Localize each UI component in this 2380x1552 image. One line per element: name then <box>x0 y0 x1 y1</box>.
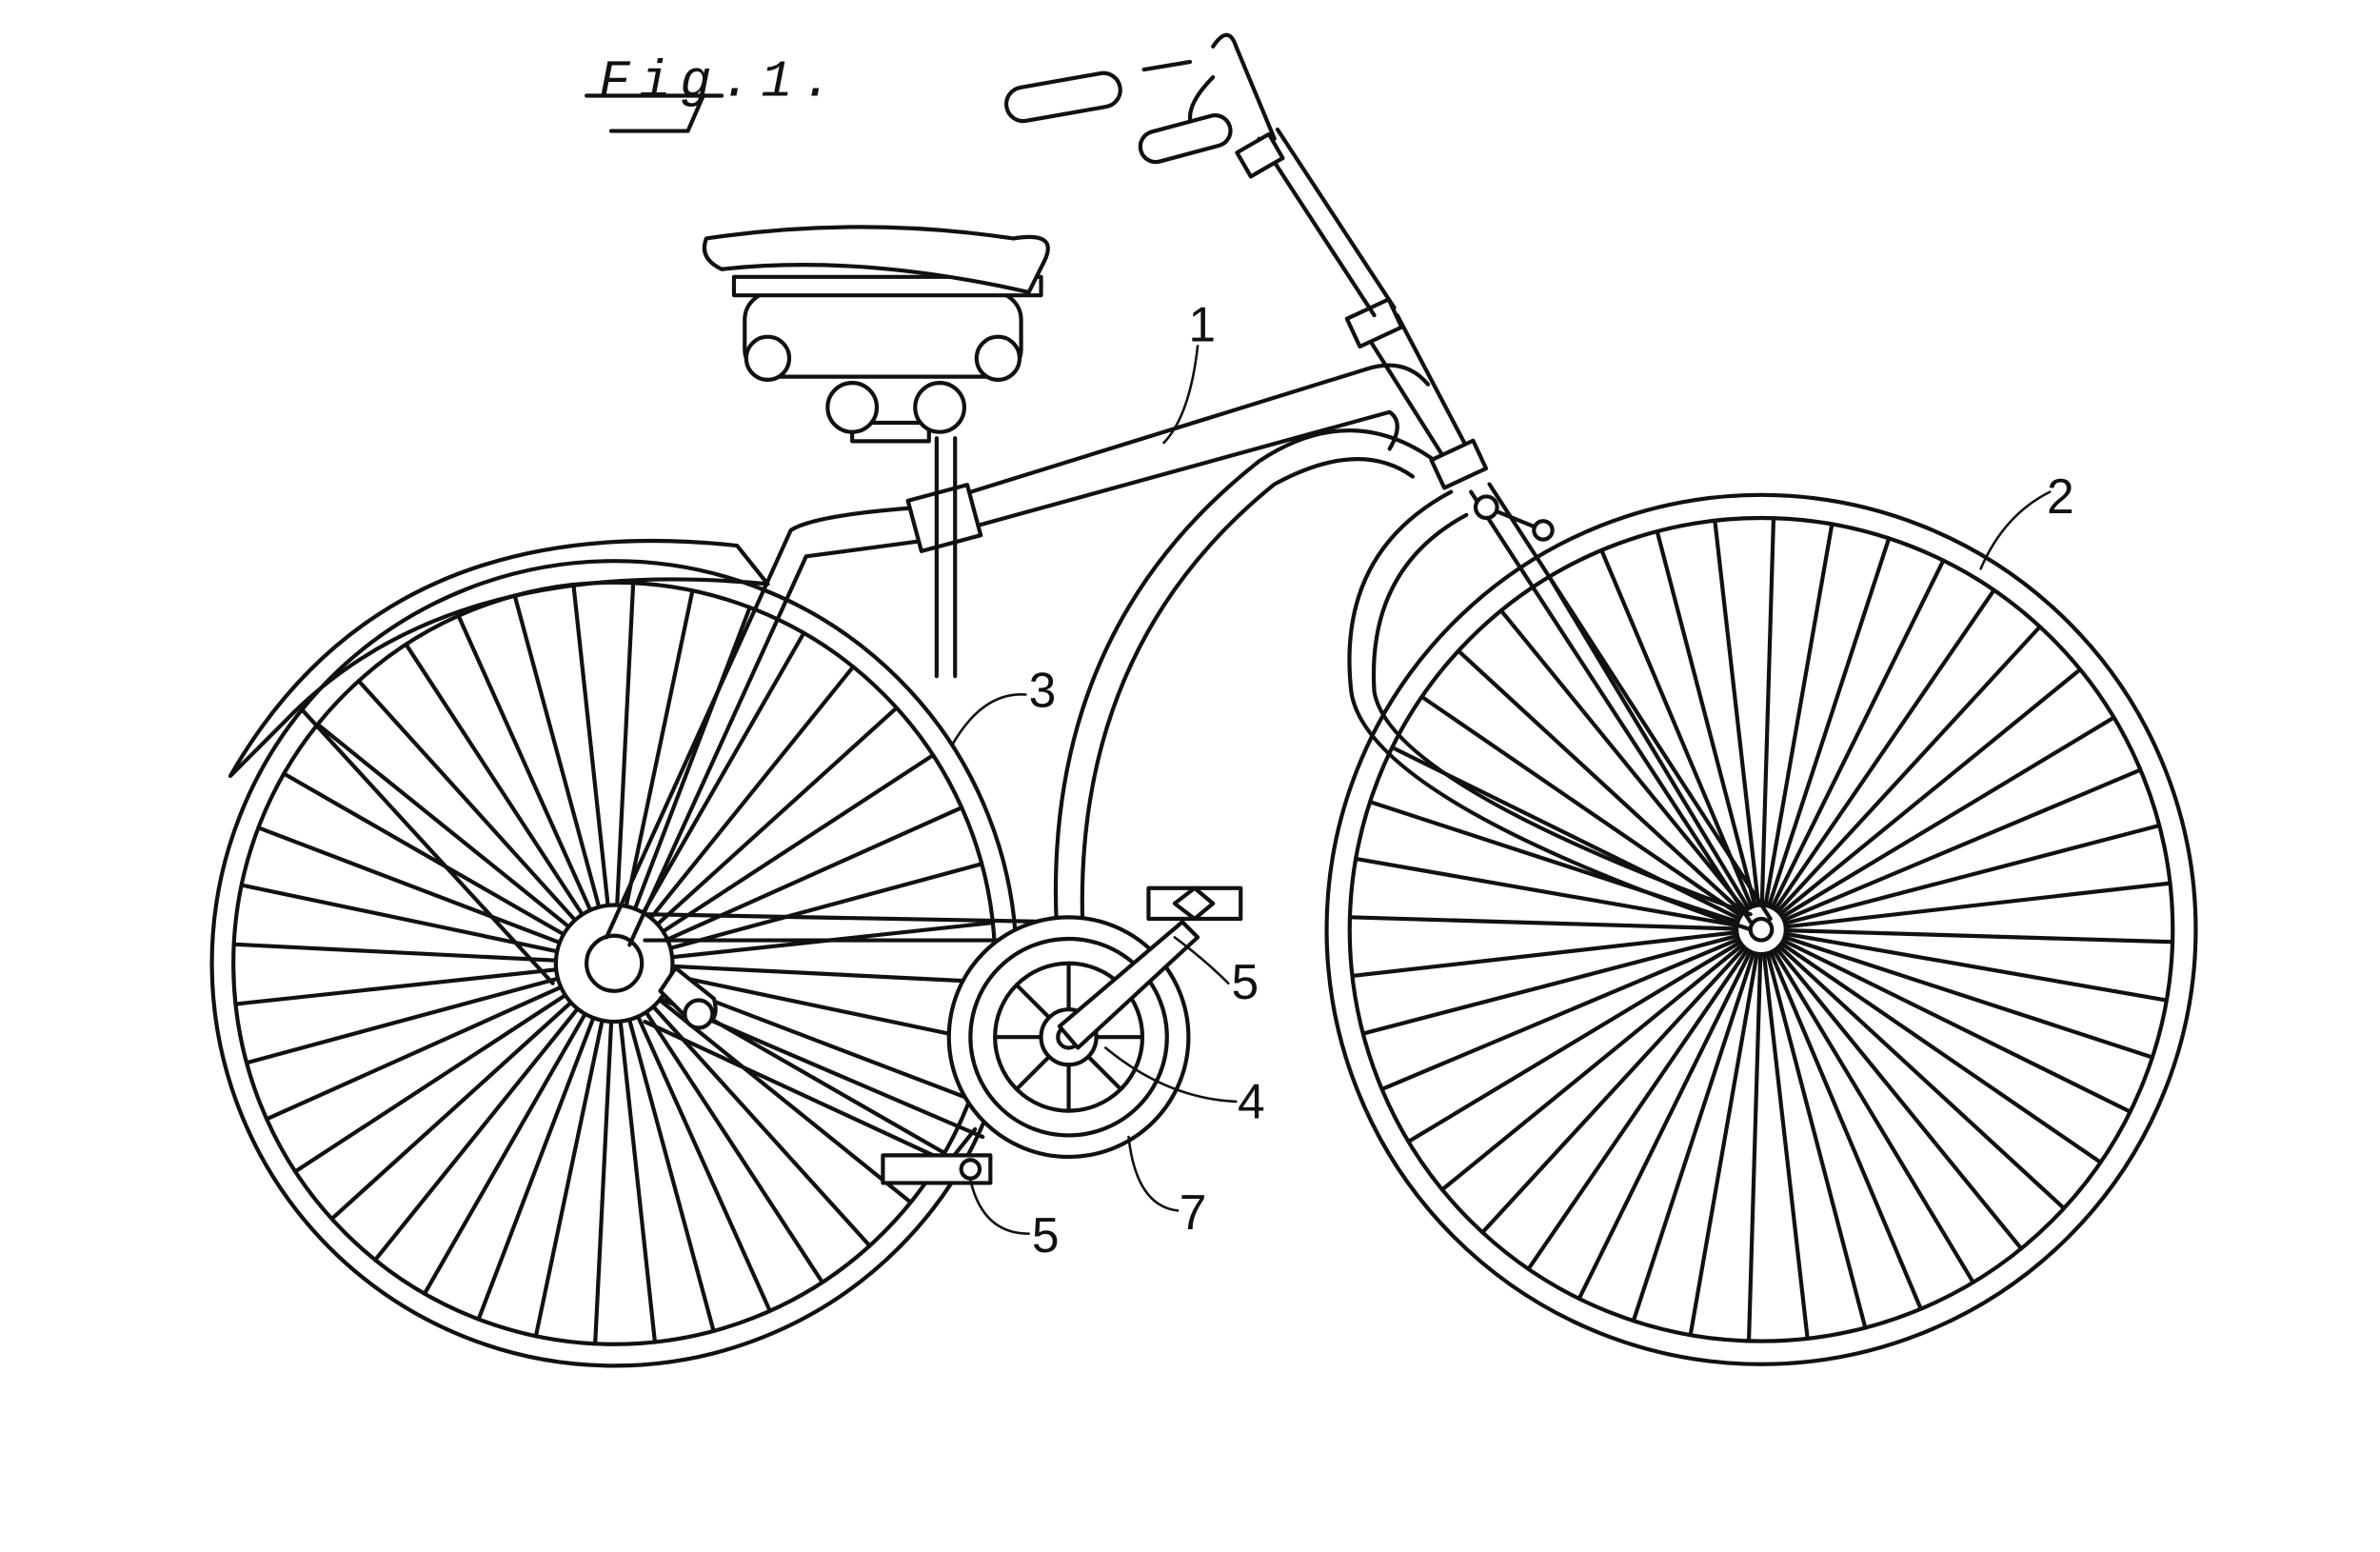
rear-spoke <box>332 984 592 1219</box>
figure-title-text: Fig.1. <box>599 52 842 111</box>
top-tube-lower <box>629 412 1397 945</box>
saddle-coil-right <box>977 337 1020 380</box>
front-spoke <box>1771 669 2080 922</box>
front-spoke <box>1774 884 2171 928</box>
label-rear-wheel: 3 <box>1029 662 1057 717</box>
lower-pedal-axle <box>962 1160 980 1178</box>
label-pedal-upper: 5 <box>1232 954 1259 1009</box>
leader-3 <box>952 694 1025 745</box>
right-grip <box>1137 112 1234 166</box>
front-spoke <box>1409 936 1751 1142</box>
front-spoke <box>1764 942 1865 1328</box>
front-axle <box>1751 919 1773 941</box>
rear-wheel <box>212 561 1017 1365</box>
front-spoke <box>1657 531 1758 918</box>
rear-axle <box>586 936 642 991</box>
seat-clamp <box>908 485 982 551</box>
leader-7 <box>1128 1137 1178 1210</box>
front-spoke <box>1352 931 1749 976</box>
leader-5-upper <box>1175 937 1228 983</box>
fork-pivot <box>1476 496 1497 518</box>
front-spoke <box>1769 939 2021 1248</box>
main-arc-inner <box>1082 459 1413 922</box>
fork-brace-inner <box>1374 515 1751 914</box>
front-spoke <box>1363 933 1750 1034</box>
front-wheel <box>1327 495 2196 1364</box>
leader-5-lower <box>970 1180 1028 1233</box>
label-pedal-lower: 5 <box>1032 1207 1060 1263</box>
left-grip <box>1003 70 1122 124</box>
mudguard-stay <box>300 706 553 983</box>
front-spoke <box>1549 577 1755 919</box>
front-spoke <box>1768 590 1993 920</box>
front-spoke <box>1761 518 1774 917</box>
label-chain-wheel: 7 <box>1180 1184 1207 1240</box>
upper-pedal <box>1148 888 1240 919</box>
top-tube-upper <box>606 366 1428 938</box>
rear-spoke <box>635 986 870 1246</box>
front-spoke <box>1442 937 1752 1189</box>
front-spoke <box>1762 942 1807 1339</box>
saddle-coil-left <box>746 337 789 380</box>
seat-spring-right <box>915 383 964 432</box>
front-spoke <box>1529 940 1755 1269</box>
figure-title: Fig.1. <box>586 52 842 130</box>
front-spoke <box>1774 930 2172 943</box>
seat-post <box>937 438 955 676</box>
front-spoke <box>1772 718 2113 924</box>
front-spoke <box>1772 937 2101 1163</box>
front-spoke <box>1749 942 1761 1341</box>
front-spoke <box>1715 521 1759 918</box>
front-spoke <box>1773 826 2159 926</box>
brake-pivot <box>1534 521 1552 539</box>
seat-spring-left <box>827 383 877 432</box>
label-crank-axle: 4 <box>1238 1074 1265 1129</box>
front-spoke <box>1768 940 1973 1282</box>
stem-clamp <box>1237 134 1282 176</box>
label-frame: 1 <box>1188 297 1216 352</box>
rear-brake-pivot <box>684 1000 712 1027</box>
label-front-wheel: 2 <box>2047 468 2074 524</box>
rear-spoke <box>637 707 897 943</box>
front-spoke <box>1501 610 1754 920</box>
front-spoke <box>1350 917 1749 929</box>
main-arc-outer <box>1056 430 1436 922</box>
leader-2 <box>1981 492 2051 569</box>
